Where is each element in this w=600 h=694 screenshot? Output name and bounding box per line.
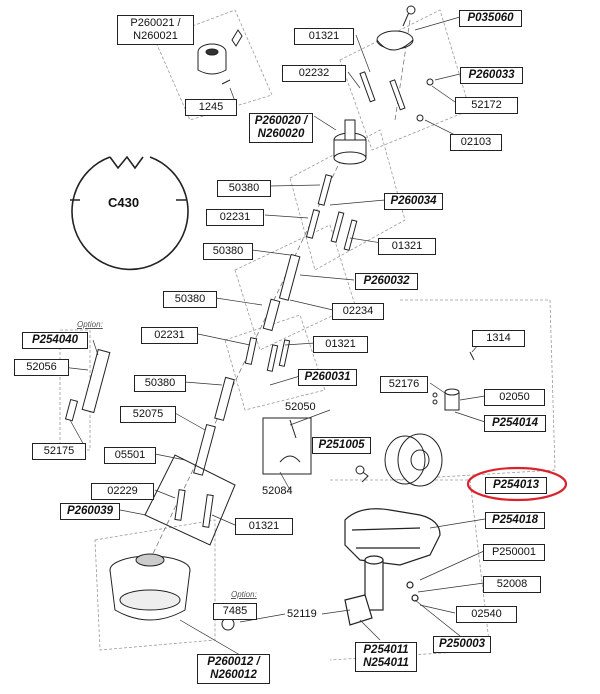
frame-top-right <box>339 9 471 151</box>
label-p035060: P035060 <box>459 10 522 27</box>
label-01321-c: 01321 <box>313 336 368 353</box>
label-52084: 52084 <box>262 485 293 497</box>
label-p260031: P260031 <box>298 369 357 386</box>
label-02232: 02232 <box>282 65 346 82</box>
n02050-cylinder-shape <box>432 351 475 411</box>
label-05501: 05501 <box>104 447 156 464</box>
label-p254011: P254011 N254011 <box>355 642 417 672</box>
label-50380-c: 50380 <box>163 291 217 308</box>
p260034-rods-shape <box>305 174 358 251</box>
frame-p260021 <box>154 9 273 121</box>
label-p251005: P251005 <box>312 437 371 454</box>
label-01321-top: 01321 <box>294 28 354 45</box>
label-p254013: P254013 <box>485 477 547 494</box>
p254013-highlight-ring <box>466 466 568 502</box>
label-02540: 02540 <box>456 606 517 623</box>
p260032-rods-shape <box>262 253 301 332</box>
label-p250001: P250001 <box>483 544 545 561</box>
p254040-tube-shape <box>64 348 111 422</box>
p260020-part-shape <box>333 119 367 165</box>
p251005-bracket-shape <box>262 417 312 475</box>
label-52075: 52075 <box>120 406 176 423</box>
label-50380-b: 50380 <box>203 243 253 260</box>
label-52176: 52176 <box>380 376 428 393</box>
frame-p260031 <box>224 314 326 411</box>
label-01321-b: 01321 <box>378 238 436 255</box>
p035060-part-shape <box>376 5 416 51</box>
p260021-part-shape <box>197 29 243 85</box>
label-02231-b: 02231 <box>141 327 198 344</box>
label-p260012: P260012 / N260012 <box>197 654 270 684</box>
label-02234: 02234 <box>332 303 384 320</box>
leader-lines <box>52 16 486 656</box>
label-1245: 1245 <box>185 99 237 116</box>
p260031-rods-shape <box>193 337 291 476</box>
label-02229: 02229 <box>91 483 154 500</box>
p254018-cage-shape <box>344 508 441 626</box>
label-p254018: P254018 <box>485 512 545 529</box>
p260039-parts-shape <box>174 489 214 528</box>
label-p254014: P254014 <box>484 415 546 432</box>
p260039-box-frame <box>144 454 236 546</box>
label-7485: 7485 <box>213 603 257 620</box>
label-02103: 02103 <box>450 134 502 151</box>
label-52008: 52008 <box>483 576 541 593</box>
label-option-a: Option: <box>77 320 103 329</box>
label-p260032: P260032 <box>355 273 418 290</box>
label-p254040: P254040 <box>22 332 88 349</box>
label-p260021: P260021 / N260021 <box>117 15 194 45</box>
label-option-b: Option: <box>231 590 257 599</box>
label-p250003: P250003 <box>433 636 491 653</box>
label-50380-d: 50380 <box>134 375 186 392</box>
label-01321-d: 01321 <box>235 518 293 535</box>
p260012-base-shape <box>109 553 235 631</box>
label-02231-a: 02231 <box>206 209 264 226</box>
label-52119: 52119 <box>287 608 317 620</box>
top-rods-shape <box>359 71 434 122</box>
label-50380-a: 50380 <box>217 180 271 197</box>
frame-p254040 <box>59 329 91 451</box>
label-52056: 52056 <box>14 359 69 376</box>
label-52172: 52172 <box>455 97 518 114</box>
p254013-spool-shape <box>355 433 443 487</box>
label-52175: 52175 <box>32 443 86 460</box>
label-p260020: P260020 / N260020 <box>249 113 313 143</box>
label-c430: C430 <box>108 195 140 210</box>
label-52050: 52050 <box>285 401 316 413</box>
label-1314: 1314 <box>472 330 525 347</box>
label-p260033: P260033 <box>460 67 523 84</box>
label-p260039: P260039 <box>60 503 120 520</box>
label-02050: 02050 <box>484 389 545 406</box>
label-p260034: P260034 <box>384 193 443 210</box>
frame-p260032 <box>234 224 356 351</box>
c430-ring-shape <box>70 155 189 271</box>
